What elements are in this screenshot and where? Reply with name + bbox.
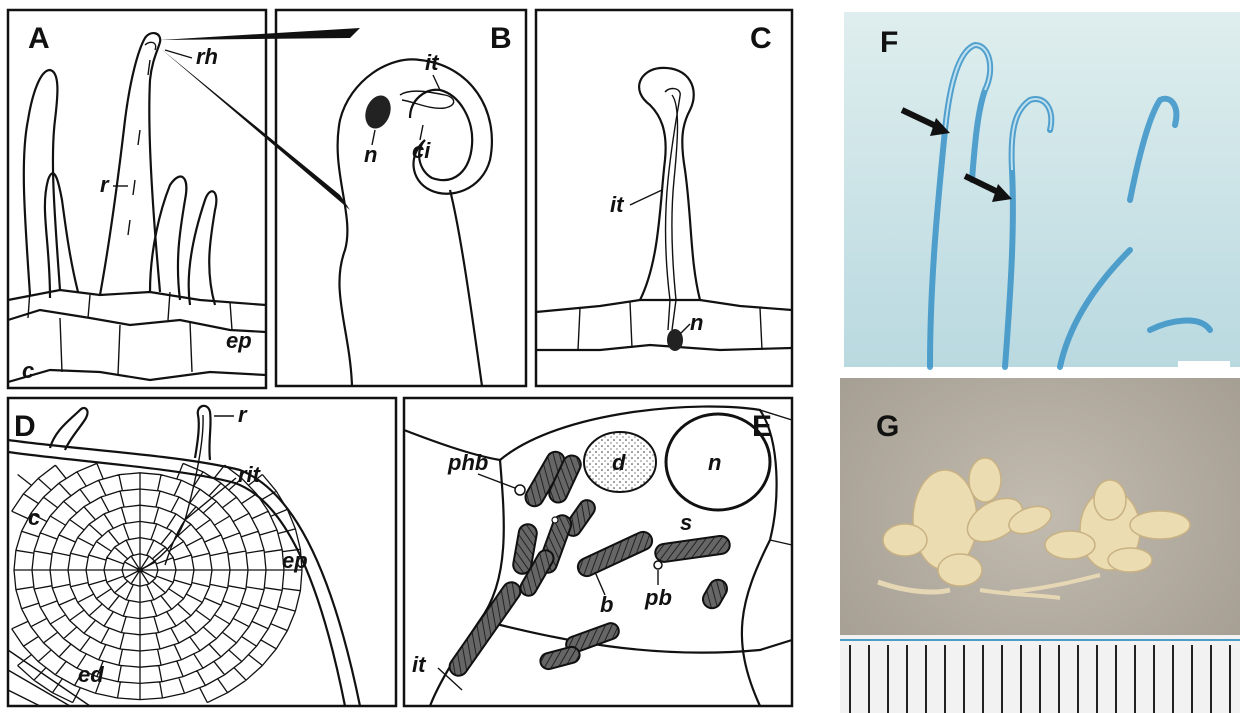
panel-e: E phb d n s b pb it <box>404 398 792 706</box>
panel-c-nucleus <box>667 329 683 351</box>
panel-b-annotation-n: n <box>364 142 377 167</box>
panel-c-label: C <box>750 22 772 55</box>
panel-c-annotation-n: n <box>690 310 703 335</box>
panel-c-annotation-it: it <box>610 192 625 217</box>
panel-d-annotation-rit: rit <box>238 462 262 487</box>
panel-e-annotation-s: s <box>680 510 692 535</box>
panel-a-annotation-rh: rh <box>196 44 218 69</box>
panel-e-annotation-b: b <box>600 592 613 617</box>
panel-f-background <box>844 12 1240 367</box>
panel-d-annotation-c: c <box>28 505 40 530</box>
panel-e-annotation-it: it <box>412 652 427 677</box>
panel-e-annotation-phb: phb <box>447 450 488 475</box>
panel-g-ruler-ticks <box>850 645 1230 713</box>
panel-b-frame <box>276 10 526 386</box>
panel-c-frame <box>536 10 792 386</box>
panel-b-annotation-it: it <box>425 50 440 75</box>
panel-e-phb-granule-2 <box>552 517 558 523</box>
panel-b-annotation-ci: ci <box>412 138 431 163</box>
panel-a-annotation-r: r <box>100 172 110 197</box>
panel-d-annotation-r: r <box>238 402 248 427</box>
panel-a-label: A <box>28 22 50 55</box>
panel-f-label: F <box>880 26 898 59</box>
panel-e-label: E <box>752 410 772 443</box>
panel-b-label: B <box>490 22 512 55</box>
panel-e-annotation-d: d <box>612 450 626 475</box>
panel-c: C it n <box>536 10 792 386</box>
panel-a-annotation-ep: ep <box>226 328 252 353</box>
panel-f-photo: F <box>844 12 1240 367</box>
panel-f-scale-bar <box>1178 361 1230 367</box>
panel-e-phb-granule <box>515 485 525 495</box>
panel-g-label: G <box>876 410 899 443</box>
panel-g-photo: G <box>840 378 1240 713</box>
panel-e-annotation-pb: pb <box>644 585 672 610</box>
panel-e-annotation-n: n <box>708 450 721 475</box>
panel-e-peribacteroid <box>654 561 662 569</box>
panel-d-annotation-ep: ep <box>282 548 308 573</box>
panel-a: A rh r ep c <box>8 10 266 388</box>
panel-d-annotation-ed: ed <box>78 662 104 687</box>
panel-d-label: D <box>14 410 36 443</box>
panel-d: D r rit c ep ed <box>8 398 396 706</box>
panel-a-annotation-c: c <box>22 358 34 383</box>
